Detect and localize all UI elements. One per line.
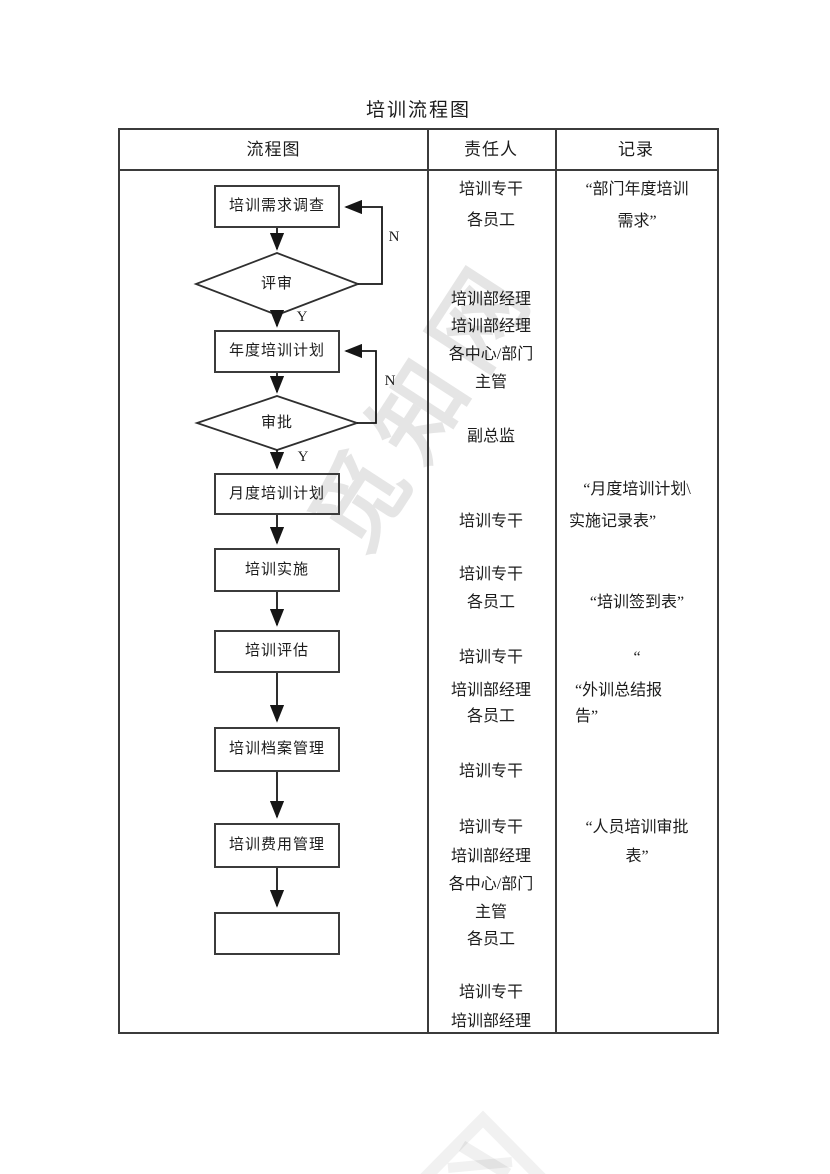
- flow-box-empty: [214, 912, 340, 955]
- column-header-responsible: 责任人: [464, 140, 518, 159]
- flow-box-monthly-training-plan: 月度培训计划: [214, 473, 340, 515]
- decision-label-review: 评审: [260, 276, 293, 292]
- responsible-item: 各员工: [466, 594, 515, 611]
- record-line: “人员培训审批: [585, 819, 689, 836]
- watermark-stroke-1: [458, 1140, 512, 1174]
- branch-label-no-1: N: [388, 229, 400, 245]
- responsible-item: 副总监: [466, 428, 515, 445]
- flow-box-training-archive-management: 培训档案管理: [214, 727, 340, 772]
- responsible-item: 主管: [474, 904, 507, 921]
- responsible-item: 各员工: [466, 708, 515, 725]
- responsible-item: 各员工: [466, 931, 515, 948]
- column-header-flowchart: 流程图: [246, 140, 301, 159]
- responsible-item: 培训部经理: [450, 1013, 531, 1030]
- responsible-item: 各中心/部门: [448, 346, 534, 363]
- branch-label-yes-2: Y: [297, 449, 309, 465]
- flow-box-training-evaluation: 培训评估: [214, 630, 340, 673]
- table-header-separator: [120, 169, 717, 171]
- record-line: “部门年度培训: [585, 181, 689, 198]
- flow-table: 流程图 责任人 记录: [118, 128, 719, 1034]
- responsible-item: 培训专干: [458, 649, 523, 666]
- watermark-chevron: [420, 1110, 546, 1174]
- table-column-separator-2: [555, 130, 557, 1032]
- responsible-item: 培训专干: [458, 566, 523, 583]
- record-line: “月度培训计划\: [583, 481, 691, 498]
- responsible-item: 各中心/部门: [448, 876, 534, 893]
- page-title: 培训流程图: [365, 100, 471, 121]
- table-column-separator-1: [427, 130, 429, 1032]
- column-header-records: 记录: [618, 140, 654, 159]
- responsible-item: 培训部经理: [450, 682, 531, 699]
- responsible-item: 培训专干: [458, 763, 523, 780]
- decision-label-approval: 审批: [260, 415, 293, 431]
- responsible-item: 主管: [474, 374, 507, 391]
- record-line: “: [633, 649, 641, 666]
- responsible-item: 培训部经理: [450, 318, 531, 335]
- record-line: 需求”: [617, 213, 657, 230]
- responsible-item: 培训部经理: [450, 291, 531, 308]
- record-line: “培训签到表”: [589, 594, 685, 611]
- record-line: 实施记录表”: [569, 513, 657, 530]
- branch-label-yes-1: Y: [296, 309, 308, 325]
- record-line: 表”: [625, 848, 649, 865]
- responsible-item: 培训专干: [458, 181, 523, 198]
- flow-box-annual-training-plan: 年度培训计划: [214, 330, 340, 373]
- watermark-stroke-2: [447, 1157, 513, 1173]
- record-line: 告”: [575, 708, 599, 725]
- responsible-item: 培训专干: [458, 819, 523, 836]
- responsible-item: 各员工: [466, 212, 515, 229]
- responsible-item: 培训专干: [458, 513, 523, 530]
- responsible-item: 培训部经理: [450, 848, 531, 865]
- flow-box-training-expense-management: 培训费用管理: [214, 823, 340, 868]
- flow-box-training-implementation: 培训实施: [214, 548, 340, 592]
- record-line: “外训总结报: [575, 682, 663, 699]
- responsible-item: 培训专干: [458, 984, 523, 1001]
- flow-box-training-needs-survey: 培训需求调查: [214, 185, 340, 228]
- branch-label-no-2: N: [384, 373, 396, 389]
